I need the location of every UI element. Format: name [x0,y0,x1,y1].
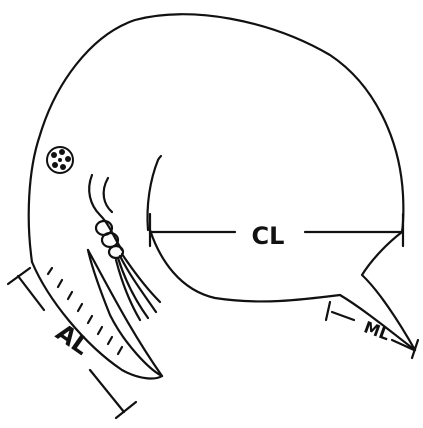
ml-left-tick [326,302,330,320]
al-measure-line [90,370,124,412]
rostrum-inner [88,250,162,376]
carapace-outline [29,14,404,262]
al-top-tick [8,268,30,284]
antenna-upper [104,178,112,212]
compound-eye [47,147,73,173]
label-al: AL [51,318,95,360]
ml-measure-line [332,312,354,320]
label-ml: ML [361,317,392,344]
al-measure-line [18,276,44,310]
label-cl: CL [252,222,285,250]
